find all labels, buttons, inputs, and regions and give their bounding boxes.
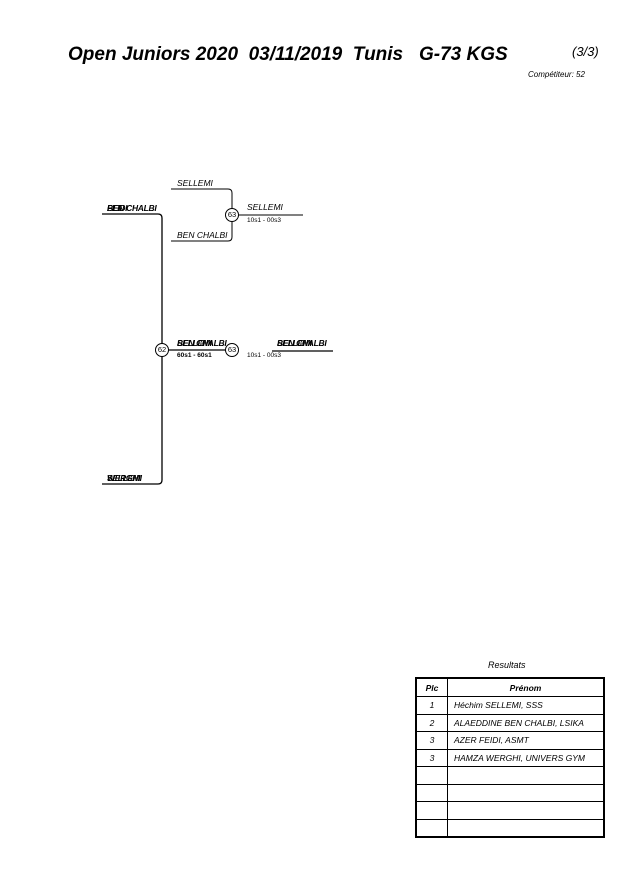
fighter-name-overlay: SELLEMI <box>107 473 142 483</box>
match-winner-overlay: SELLEMI <box>277 338 312 348</box>
bracket-line-outer-bottom <box>102 356 163 485</box>
name-cell: ALAEDDINE BEN CHALBI, LSIKA <box>447 713 605 732</box>
match-winner-overlay: SELLEMI <box>177 338 212 348</box>
results-header-row: Plc Prénom <box>415 677 605 697</box>
match-score: 10s1 - 00s3 <box>247 352 281 359</box>
name-cell <box>447 766 605 785</box>
match-score: 10s1 - 00s3 <box>247 217 281 224</box>
place-cell <box>415 801 448 820</box>
match-number: 63 <box>225 208 239 222</box>
column-header-name: Prénom <box>447 677 605 697</box>
table-row <box>415 766 605 785</box>
place-cell: 3 <box>415 731 448 750</box>
name-cell <box>447 801 605 820</box>
place-cell <box>415 818 448 838</box>
page-indicator: (3/3) <box>572 44 599 59</box>
place-cell: 2 <box>415 713 448 732</box>
fighter-name: SELLEMI <box>177 178 213 188</box>
name-cell <box>447 783 605 802</box>
match-number: 62 <box>155 343 169 357</box>
match-winner: BEN CHALBI <box>177 338 227 348</box>
fighter-name: WERGHI <box>107 473 141 483</box>
place-cell: 3 <box>415 748 448 767</box>
table-row <box>415 818 605 838</box>
name-cell <box>447 818 605 838</box>
column-header-place: Plc <box>415 677 448 697</box>
match-number: 63 <box>225 343 239 357</box>
fighter-name: BEN CHALBI <box>107 203 157 213</box>
name-cell: HAMZA WERGHI, UNIVERS GYM <box>447 748 605 767</box>
bracket-line-top-a <box>171 188 233 210</box>
name-cell: AZER FEIDI, ASMT <box>447 731 605 750</box>
table-row <box>415 801 605 820</box>
bracket-line-outer-top <box>102 213 163 344</box>
document-title: Open Juniors 2020 03/11/2019 Tunis G-73 … <box>68 44 508 65</box>
name-cell: Héchim SELLEMI, SSS <box>447 696 605 715</box>
match-winner: SELLEMI <box>247 202 283 212</box>
place-cell <box>415 766 448 785</box>
match-score: 60s1 - 60s1 <box>177 352 212 359</box>
fighter-name-overlay: FEIDI <box>107 203 128 213</box>
fighter-name: BEN CHALBI <box>177 230 228 240</box>
results-title: Resultats <box>488 660 526 670</box>
place-cell: 1 <box>415 696 448 715</box>
bracket-line-top-b <box>171 221 233 242</box>
table-row <box>415 783 605 802</box>
place-cell <box>415 783 448 802</box>
match-winner: BEN CHALBI <box>277 338 327 348</box>
competitor-count: Compétiteur: 52 <box>528 70 585 79</box>
